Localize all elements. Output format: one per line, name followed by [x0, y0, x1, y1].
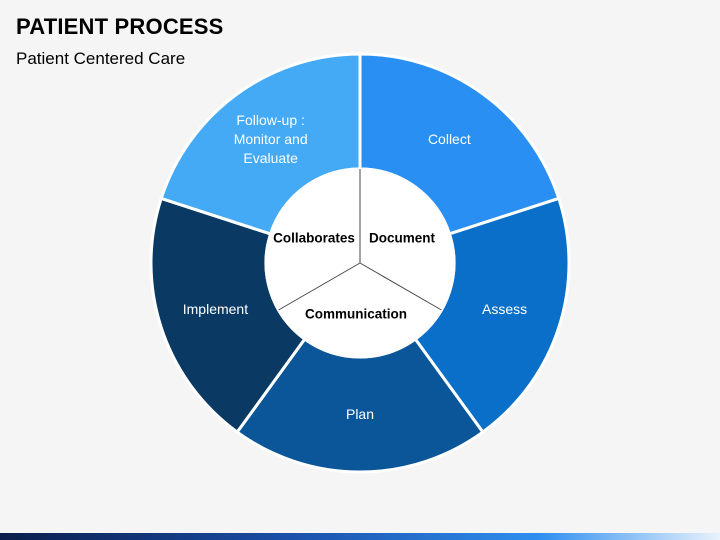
segment-collect-label: Collect	[428, 131, 471, 147]
page-title: PATIENT PROCESS	[16, 14, 224, 39]
core-label-collaborates: Collaborates	[273, 231, 355, 246]
page-subtitle: Patient Centered Care	[16, 49, 186, 68]
segment-assess-label: Assess	[482, 301, 527, 317]
core-divider	[278, 262, 361, 311]
core-label-communication: Communication	[305, 307, 407, 322]
segment-plan-label: Plan	[346, 406, 374, 422]
core-divider	[359, 262, 442, 311]
segment-implement-label: Implement	[183, 301, 248, 317]
core-label-document: Document	[369, 231, 436, 246]
footer-bar	[0, 533, 720, 540]
